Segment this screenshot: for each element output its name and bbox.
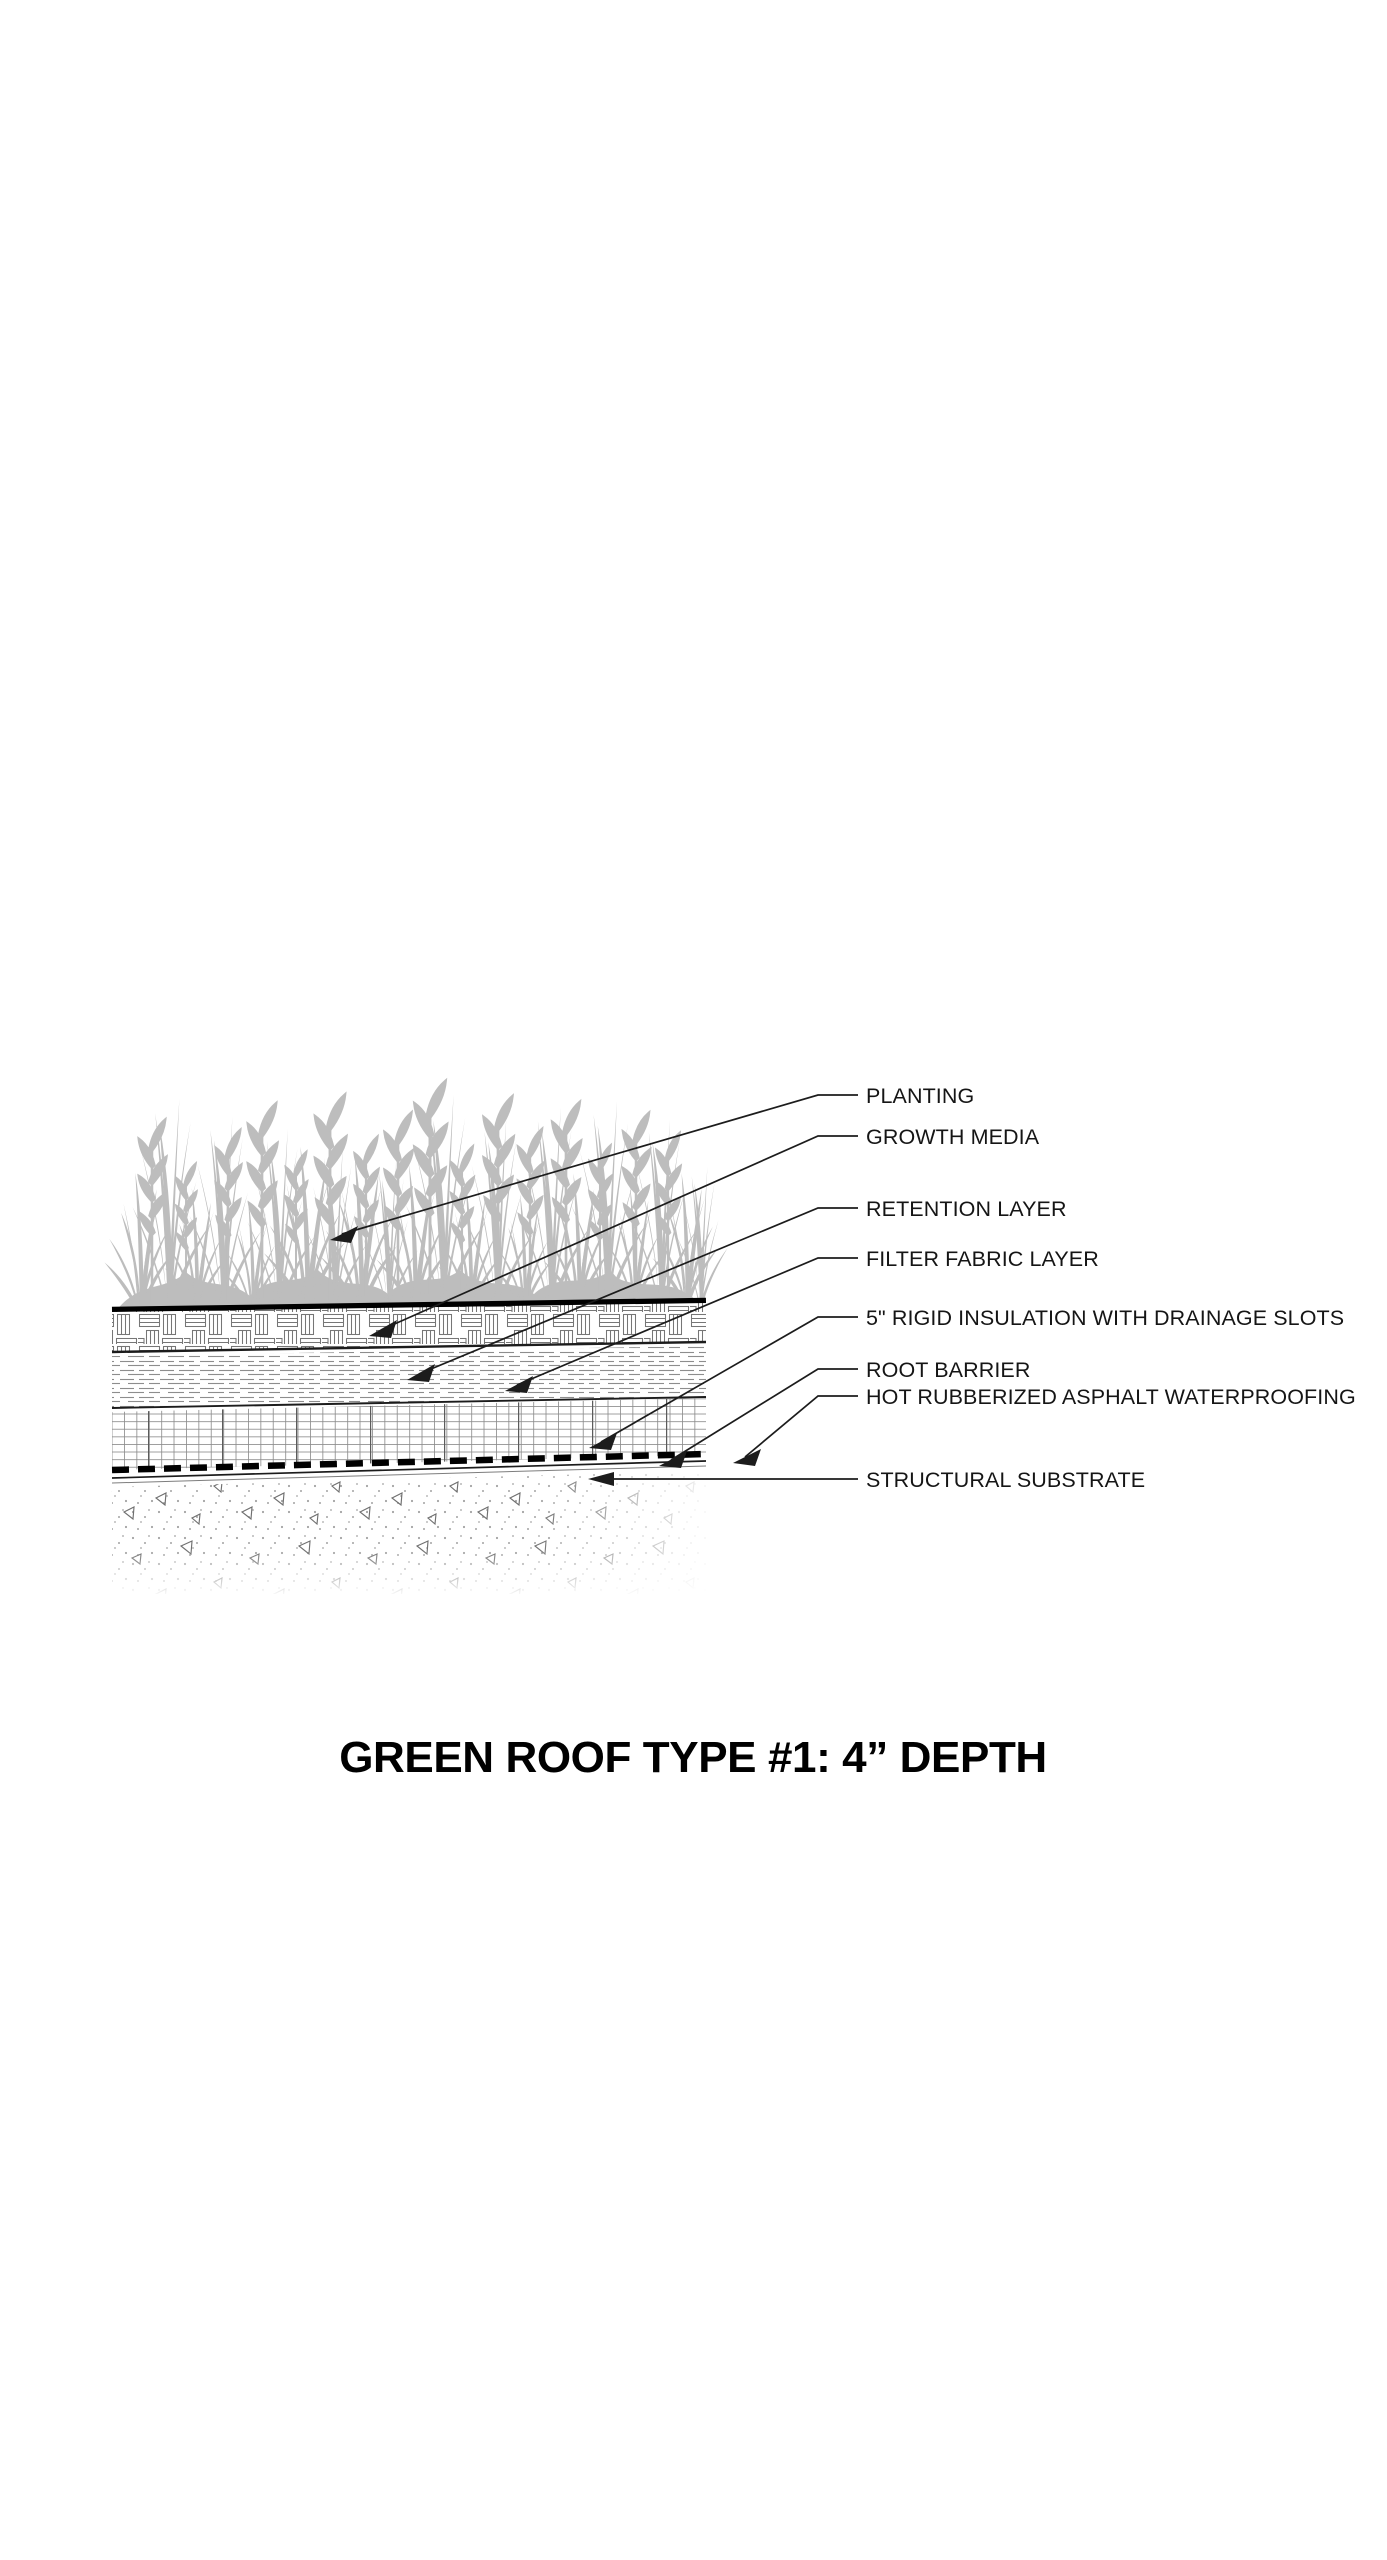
label-rigid-insulation: 5" RIGID INSULATION WITH DRAINAGE SLOTS bbox=[866, 1306, 1344, 1330]
label-retention-layer: RETENTION LAYER bbox=[866, 1197, 1067, 1221]
label-waterproofing: HOT RUBBERIZED ASPHALT WATERPROOFING bbox=[866, 1385, 1356, 1409]
leader-waterproofing bbox=[733, 1395, 858, 1466]
planting-silhouette-layer bbox=[104, 1079, 728, 1312]
leader-planting bbox=[330, 1094, 858, 1243]
structural-substrate-layer bbox=[111, 1471, 707, 1594]
leader-filter-fabric bbox=[505, 1257, 858, 1393]
label-filter-fabric-layer: FILTER FABRIC LAYER bbox=[866, 1247, 1099, 1271]
retention-layer bbox=[111, 1346, 707, 1409]
growth-media-layer bbox=[111, 1303, 707, 1354]
page-title: GREEN ROOF TYPE #1: 4” DEPTH bbox=[339, 1733, 1047, 1782]
label-planting: PLANTING bbox=[866, 1084, 974, 1108]
callout-labels: PLANTING GROWTH MEDIA RETENTION LAYER FI… bbox=[866, 1084, 1356, 1492]
label-root-barrier: ROOT BARRIER bbox=[866, 1358, 1030, 1382]
leader-structural-substrate bbox=[588, 1472, 858, 1486]
leader-retention-layer bbox=[407, 1207, 858, 1382]
waterproofing-layer bbox=[111, 1460, 707, 1484]
leader-root-barrier bbox=[659, 1368, 858, 1468]
callout-leaders bbox=[330, 1094, 858, 1486]
top-membrane-line bbox=[111, 1297, 707, 1316]
leader-rigid-insulation bbox=[589, 1316, 858, 1450]
root-barrier-layer bbox=[111, 1450, 707, 1474]
label-structural-substrate: STRUCTURAL SUBSTRATE bbox=[866, 1468, 1145, 1492]
label-growth-media: GROWTH MEDIA bbox=[866, 1125, 1040, 1149]
leader-growth-media bbox=[369, 1135, 858, 1338]
